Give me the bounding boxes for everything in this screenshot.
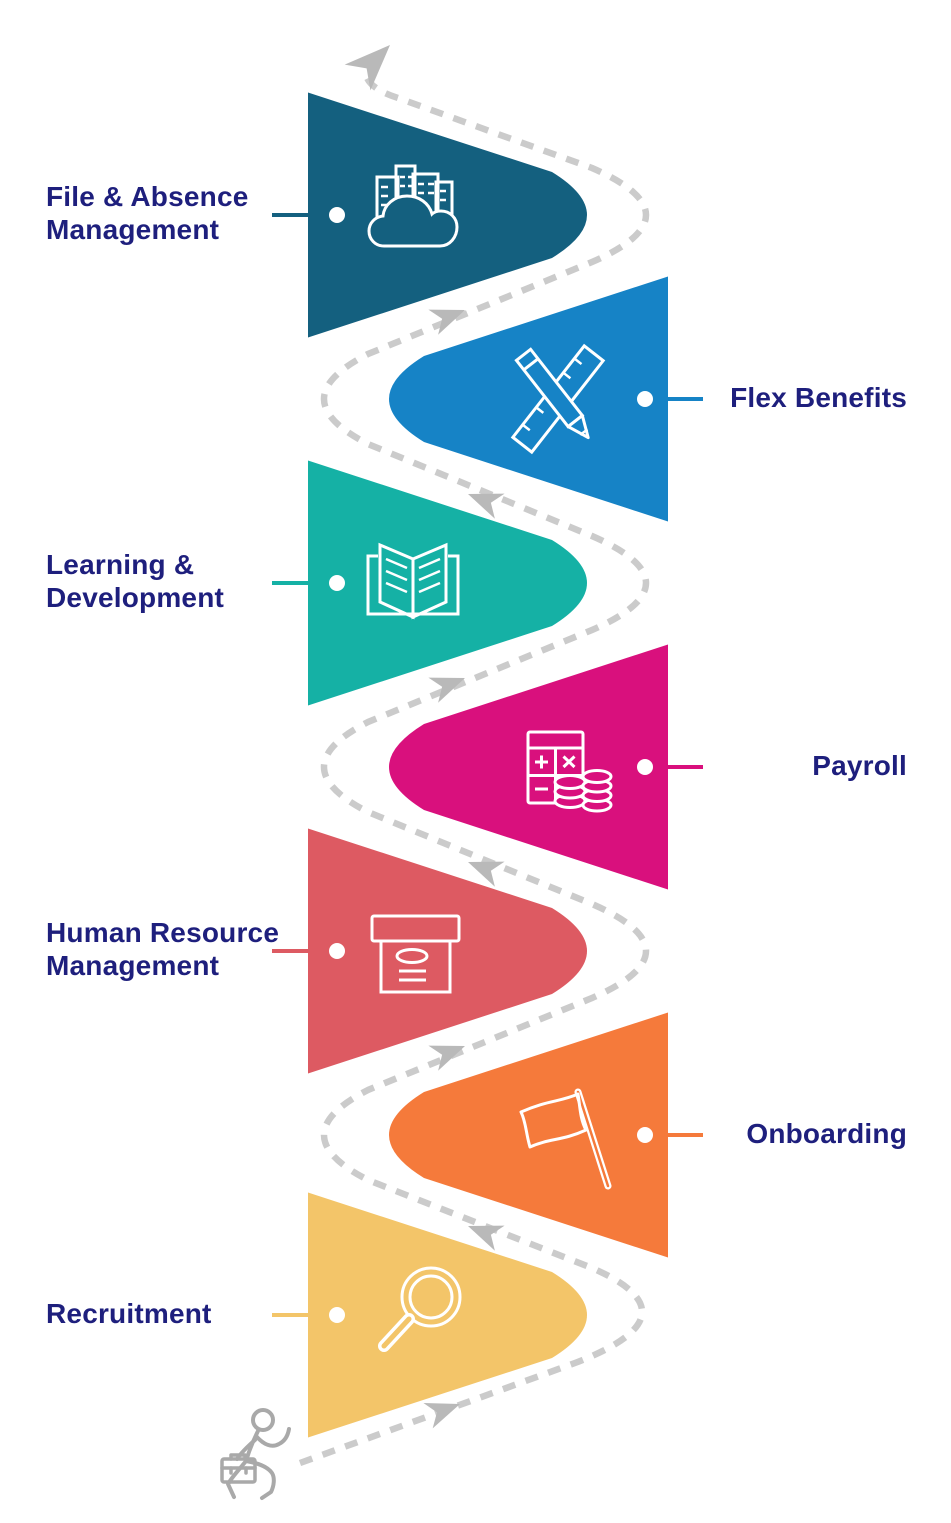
route-arrow-icon (468, 1225, 505, 1251)
step-file-absence-management (272, 92, 587, 338)
route-arrow-icon (468, 861, 505, 887)
step-onboarding (389, 1012, 703, 1258)
step-label-flex-benefits: Flex Benefits (730, 381, 907, 414)
label-line: Onboarding (746, 1118, 907, 1149)
flag-icon (519, 1088, 612, 1190)
label-line: Learning & (46, 549, 195, 580)
triangle (389, 276, 668, 522)
route-arrow-icon (423, 1402, 460, 1429)
connector-dot (637, 391, 653, 407)
connector-dot (637, 1127, 653, 1143)
triangle (308, 1192, 587, 1438)
route-arrow-icon (428, 309, 465, 335)
triangle (308, 828, 587, 1074)
route-end-arrow-icon (344, 45, 390, 91)
label-line: Management (46, 950, 220, 981)
label-line: Flex Benefits (730, 382, 907, 413)
connector-dot (329, 575, 345, 591)
calculator-coins-icon (526, 730, 613, 813)
label-line: File & Absence (46, 181, 249, 212)
briefcase-icon (220, 1453, 257, 1484)
journey-path (298, 49, 650, 1467)
step-label-learning-development: Learning & Development (46, 548, 224, 614)
magnifier-icon (378, 1266, 462, 1352)
connector-dot (329, 943, 345, 959)
open-book-icon (366, 542, 460, 620)
route-arrow-icon (428, 1045, 465, 1071)
step-label-file-absence-management: File & Absence Management (46, 180, 249, 246)
step-payroll (389, 644, 703, 890)
archive-box-icon (370, 914, 461, 994)
step-label-recruitment: Recruitment (46, 1297, 212, 1330)
connector-dot (329, 1307, 345, 1323)
step-human-resource-management (272, 828, 587, 1074)
route-arrow-icon (428, 677, 465, 703)
step-label-human-resource-management: Human Resource Management (46, 916, 279, 982)
step-label-payroll: Payroll (812, 749, 907, 782)
running-person-icon (220, 1408, 291, 1500)
label-line: Development (46, 582, 225, 613)
direction-arrows (344, 45, 505, 1429)
connector-dot (329, 207, 345, 223)
city-cloud-icon (367, 164, 459, 248)
route-arrow-icon (468, 493, 505, 519)
label-line: Human Resource (46, 917, 280, 948)
label-line: Management (46, 214, 220, 245)
step-learning-development (272, 460, 587, 706)
pencil-ruler-icon (510, 343, 606, 455)
connector-dot (637, 759, 653, 775)
step-flex-benefits (389, 276, 703, 522)
label-line: Recruitment (46, 1298, 212, 1329)
step-label-onboarding: Onboarding (746, 1117, 907, 1150)
label-line: Payroll (812, 750, 907, 781)
step-recruitment (272, 1192, 587, 1438)
